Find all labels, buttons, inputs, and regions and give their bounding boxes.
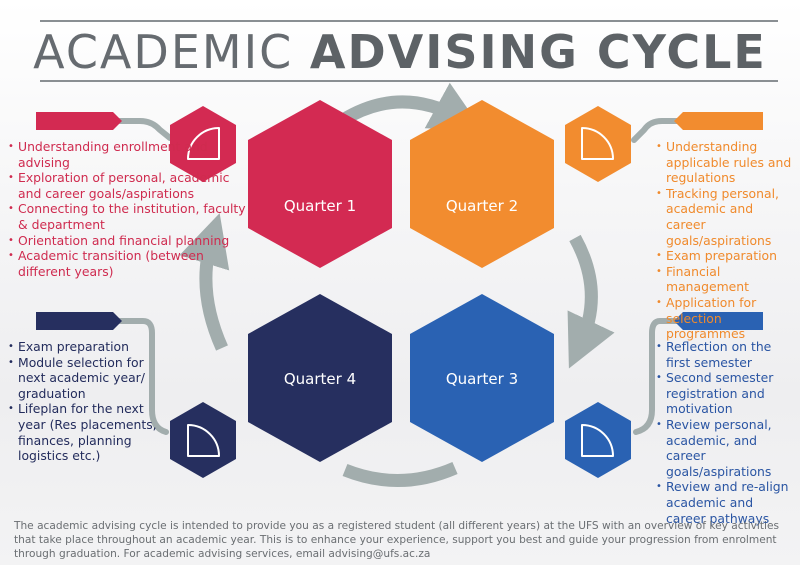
list-item: Academic transition (between different y…: [8, 248, 248, 279]
quarter3-small-hexagon: [565, 402, 631, 478]
quarter1-activity-list: Understanding enrollment and advisingExp…: [8, 139, 248, 279]
quarter2-hexagon: [410, 100, 554, 268]
quarter1-label: Quarter 1: [284, 197, 356, 215]
list-item: Exam preparation: [656, 248, 796, 264]
quarter3-activity-list: Reflection on the first semesterSecond s…: [656, 339, 796, 526]
arrow-quarter3-to-quarter4: [342, 462, 458, 487]
quarter1-hexagon: [248, 100, 392, 268]
arrow-quarter1-to-quarter2: [339, 82, 483, 131]
list-item: Understanding enrollment and advising: [8, 139, 248, 170]
list-item: Review and re-align academic and career …: [656, 479, 796, 526]
quarter4-activity-list: Exam preparationModule selection for nex…: [8, 339, 158, 464]
title-bold: ADVISING CYCLE: [309, 25, 767, 79]
list-item: Financial management: [656, 264, 796, 295]
quarter4-label: Quarter 4: [284, 370, 356, 388]
list-item: Second semester registration and motivat…: [656, 370, 796, 417]
quarter2-activity-list: Understanding applicable rules and regul…: [656, 139, 796, 342]
quarter1-tag: [36, 112, 122, 130]
quarter2-label: Quarter 2: [446, 197, 518, 215]
cycle-diagram: Quarter 1 Quarter 2 Quarter 3 Quarter 4: [36, 82, 763, 487]
title-light: ACADEMIC: [33, 25, 310, 79]
list-item: Exam preparation: [8, 339, 158, 355]
quarter3-label: Quarter 3: [446, 370, 518, 388]
list-item: Lifeplan for the next year (Res placemen…: [8, 401, 158, 463]
title-rule-bottom: [40, 80, 778, 82]
quarter-pie-bottom-right-icon: [581, 424, 614, 457]
list-item: Review personal, academic, and career go…: [656, 417, 796, 479]
footer-note: The academic advising cycle is intended …: [14, 520, 780, 560]
page-title: ACADEMIC ADVISING CYCLE: [0, 24, 800, 80]
list-item: Exploration of personal, academic and ca…: [8, 170, 248, 201]
quarter-pie-top-right-icon: [581, 127, 614, 160]
list-item: Reflection on the first semester: [656, 339, 796, 370]
quarter4-small-hexagon: [170, 402, 236, 478]
quarter4-hexagon: [248, 294, 392, 462]
list-item: Tracking personal, academic and career g…: [656, 186, 796, 248]
list-item: Module selection for next academic year/…: [8, 355, 158, 402]
list-item: Understanding applicable rules and regul…: [656, 139, 796, 186]
quarter2-connector: [631, 118, 686, 143]
arrow-quarter2-to-quarter3: [567, 234, 615, 369]
quarter1-connector: [117, 118, 173, 141]
title-rule-top: [40, 20, 778, 22]
quarter2-small-hexagon: [565, 106, 631, 182]
list-item: Orientation and financial planning: [8, 233, 248, 249]
list-item: Connecting to the institution, faculty &…: [8, 201, 248, 232]
quarter4-tag: [36, 312, 122, 330]
quarter-pie-bottom-left-icon: [187, 424, 220, 457]
quarter2-tag: [674, 112, 763, 130]
quarter3-hexagon: [410, 294, 554, 462]
quarter4-connector: [117, 318, 169, 435]
list-item: Application for selection programmes: [656, 295, 796, 342]
